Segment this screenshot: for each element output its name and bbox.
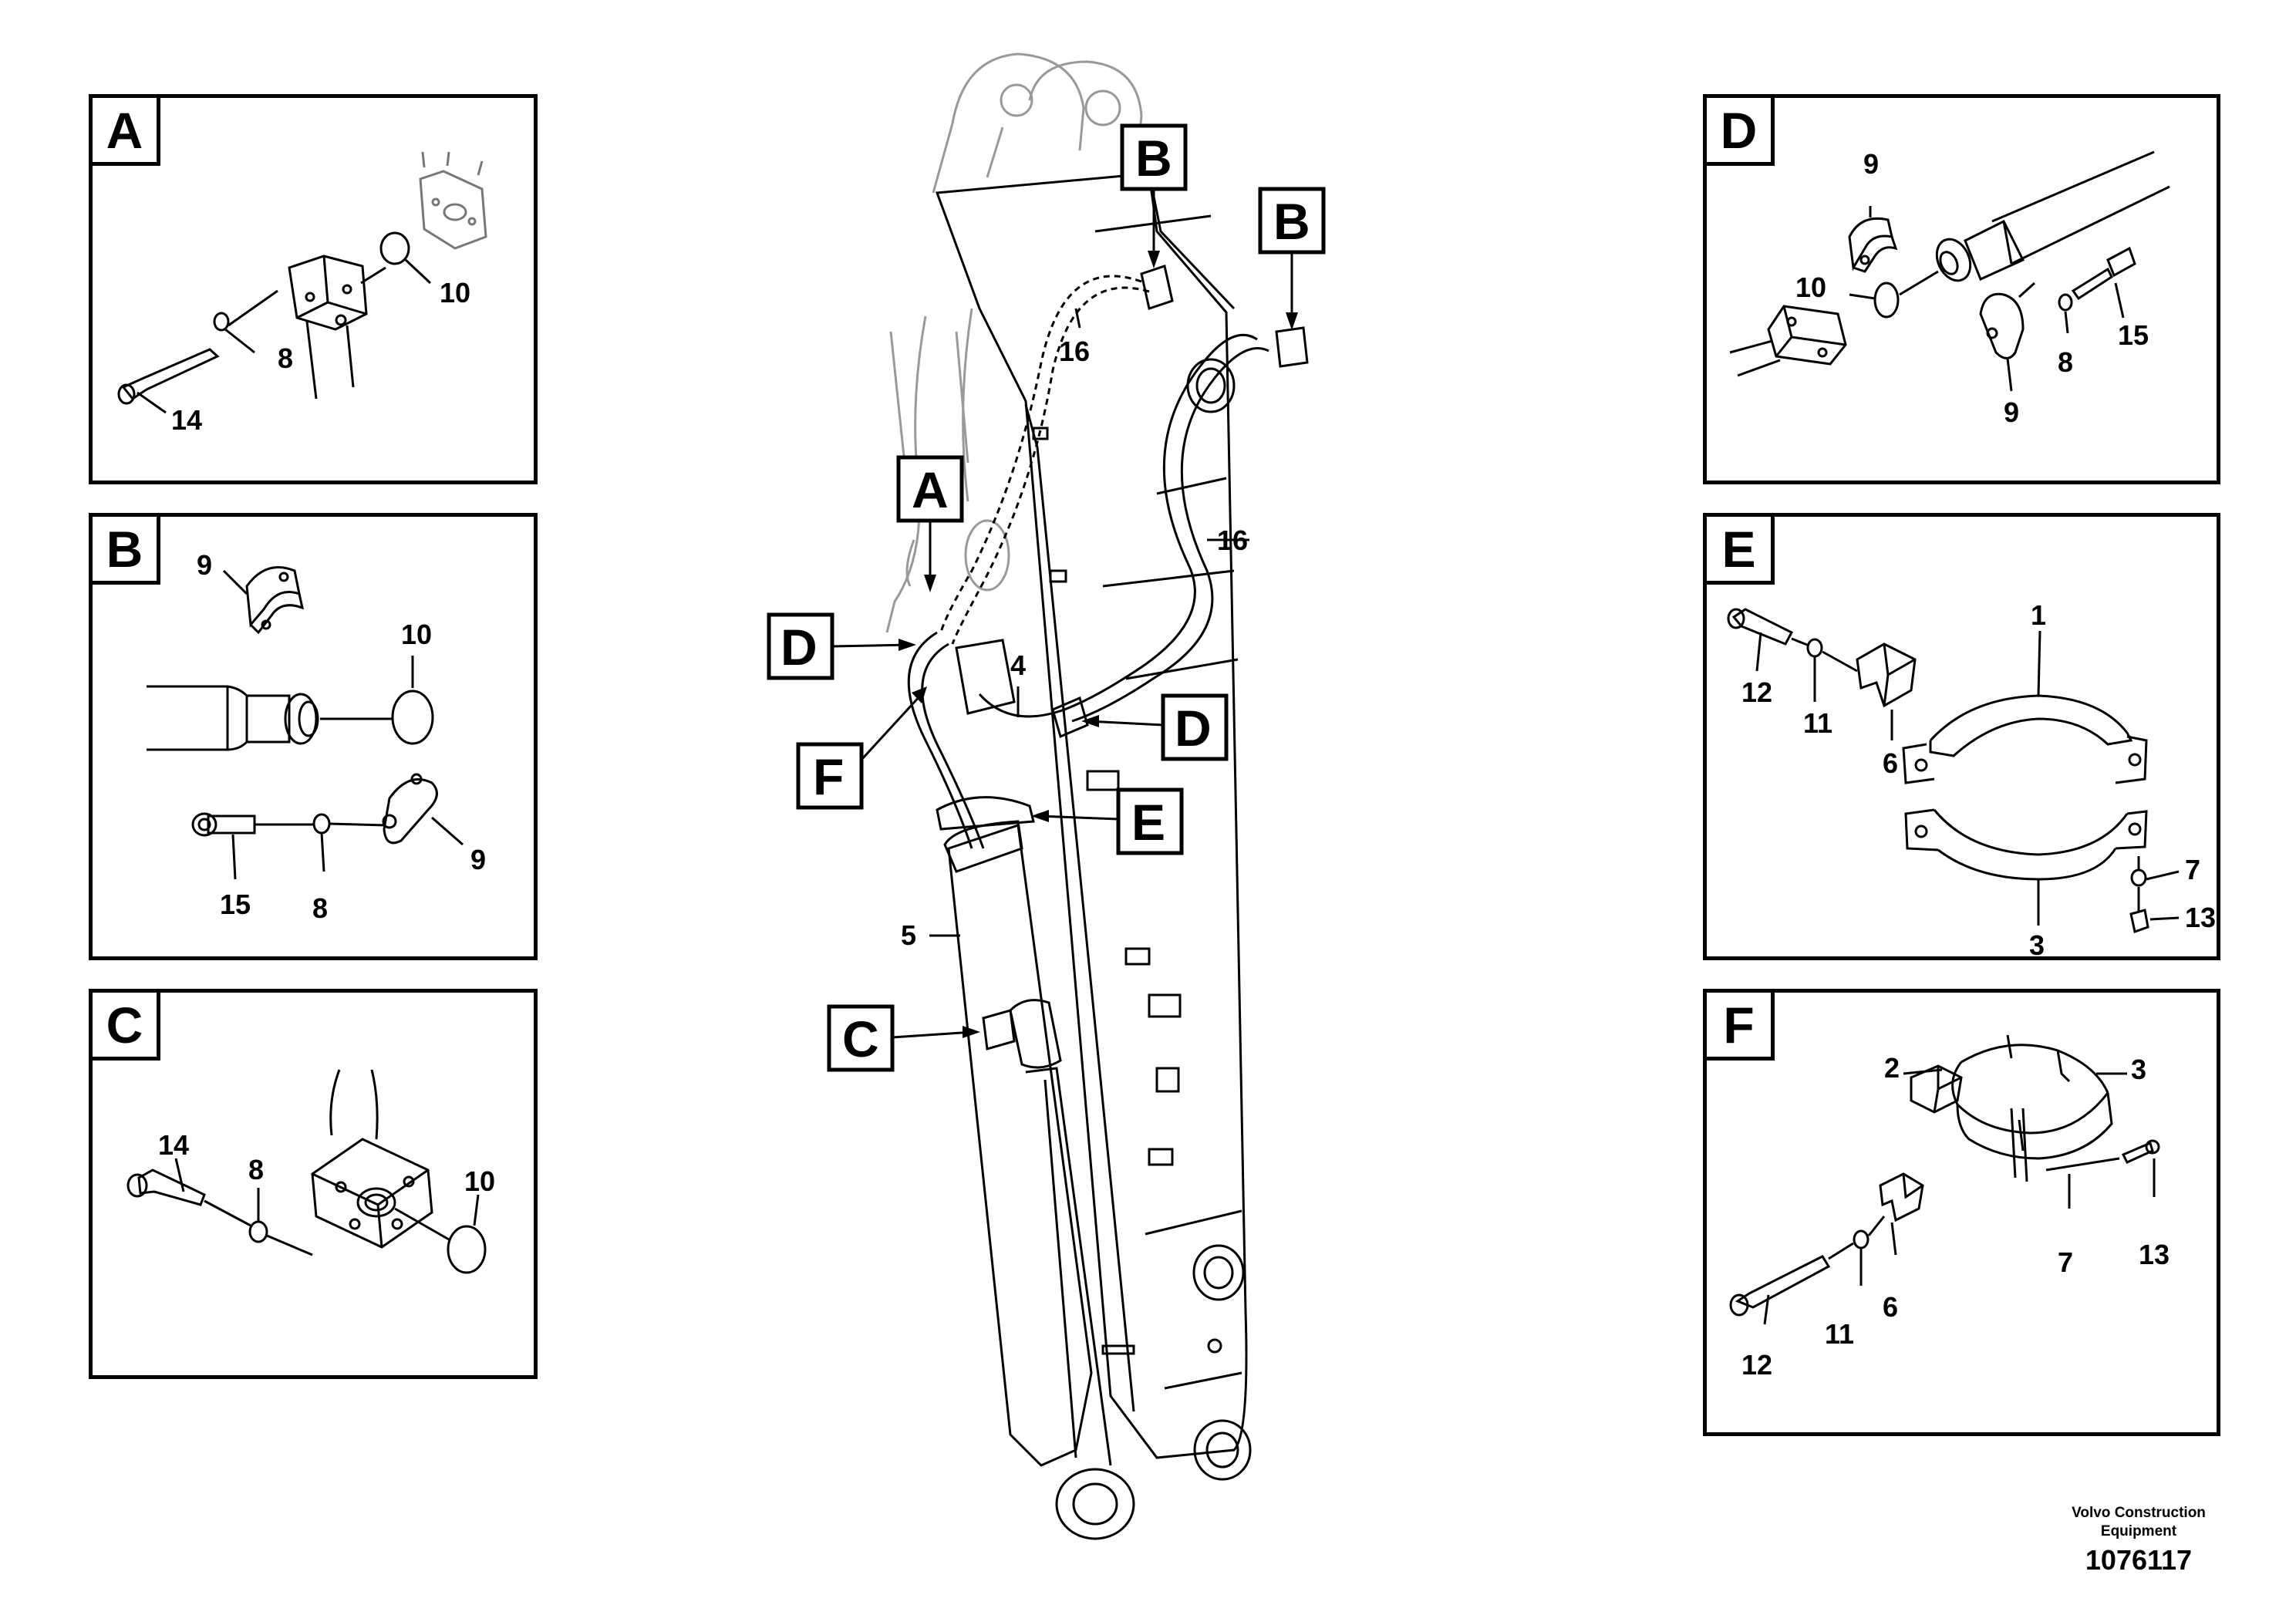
callout-label: A bbox=[912, 461, 949, 518]
callout-b-right: B bbox=[1258, 187, 1326, 330]
label: 10 bbox=[440, 277, 470, 309]
callout-d-left: D bbox=[767, 612, 916, 680]
detail-panel-b: B bbox=[89, 513, 538, 960]
label: 11 bbox=[1825, 1318, 1854, 1350]
panel-f-drawing: 2 3 13 7 6 11 12 bbox=[1729, 1034, 2170, 1381]
label: 8 bbox=[312, 892, 328, 924]
label: 3 bbox=[2029, 929, 2045, 956]
label: 7 bbox=[2185, 854, 2200, 885]
label: 2 bbox=[1884, 1052, 1900, 1084]
company-name: Volvo Construction Equipment bbox=[2072, 1505, 2206, 1539]
label: 13 bbox=[2139, 1239, 2170, 1270]
part-label-16-upper: 16 bbox=[1059, 336, 1090, 367]
callout-label: B bbox=[1273, 193, 1310, 250]
callout-label: D bbox=[781, 619, 818, 676]
panel-letter: F bbox=[1707, 993, 1775, 1061]
panel-letter: A bbox=[93, 98, 160, 166]
label: 9 bbox=[470, 844, 486, 875]
footer: Volvo Construction Equipment 1076117 bbox=[2050, 1504, 2227, 1576]
label: 1 bbox=[2031, 599, 2046, 631]
label: 9 bbox=[1863, 148, 1879, 180]
callout-e: E bbox=[1031, 787, 1184, 855]
callout-label: F bbox=[813, 748, 844, 805]
part-label-16-right: 16 bbox=[1217, 524, 1248, 556]
label: 6 bbox=[1883, 1291, 1898, 1323]
label: 7 bbox=[2058, 1246, 2073, 1278]
document-number: 1076117 bbox=[2085, 1544, 2193, 1576]
callout-a: A bbox=[896, 455, 964, 592]
detail-panel-e: E bbox=[1703, 513, 2220, 960]
callout-label: D bbox=[1175, 700, 1212, 757]
panel-letter: B bbox=[93, 517, 160, 585]
detail-panel-a: A bbox=[89, 94, 538, 484]
label: 9 bbox=[2004, 396, 2019, 428]
panel-e-drawing: 1 12 11 6 7 3 13 bbox=[1727, 599, 2216, 956]
label: 10 bbox=[1795, 271, 1826, 303]
label: 10 bbox=[401, 619, 432, 650]
label: 10 bbox=[464, 1165, 495, 1197]
label: 13 bbox=[2185, 902, 2216, 933]
callout-label: B bbox=[1135, 130, 1172, 187]
panel-letter: C bbox=[93, 993, 160, 1061]
callout-d-right: D bbox=[1081, 693, 1229, 761]
callout-label: E bbox=[1131, 794, 1165, 851]
label: 15 bbox=[2118, 319, 2149, 351]
detail-panel-c: C bbox=[89, 989, 538, 1379]
panel-c-drawing: 14 8 10 bbox=[126, 1069, 495, 1274]
callout-c: C bbox=[827, 1004, 980, 1072]
callout-b-upper: B bbox=[1120, 123, 1188, 268]
panel-b-drawing: 9 10 15 8 9 bbox=[147, 549, 486, 924]
panel-letter: D bbox=[1707, 98, 1775, 166]
part-label-5: 5 bbox=[901, 919, 916, 951]
label: 6 bbox=[1883, 747, 1898, 779]
panel-letter: E bbox=[1707, 517, 1775, 585]
part-label-4: 4 bbox=[1010, 649, 1026, 681]
label: 12 bbox=[1741, 1349, 1772, 1381]
panel-d-drawing: 9 10 15 8 9 bbox=[1729, 148, 2170, 428]
label: 8 bbox=[2058, 346, 2073, 378]
label: 14 bbox=[158, 1129, 189, 1161]
label: 9 bbox=[197, 549, 212, 581]
detail-panel-d: D bbox=[1703, 94, 2220, 484]
label: 11 bbox=[1803, 707, 1832, 739]
callout-label: C bbox=[842, 1010, 879, 1067]
callout-f: F bbox=[796, 686, 927, 810]
label: 14 bbox=[171, 404, 202, 436]
label: 15 bbox=[220, 889, 251, 920]
label: 3 bbox=[2131, 1054, 2146, 1085]
detail-panel-f: F bbox=[1703, 989, 2220, 1436]
label: 12 bbox=[1741, 676, 1772, 708]
panel-a-drawing: 10 8 14 bbox=[117, 151, 487, 436]
label: 8 bbox=[278, 342, 293, 374]
label: 8 bbox=[248, 1154, 264, 1185]
